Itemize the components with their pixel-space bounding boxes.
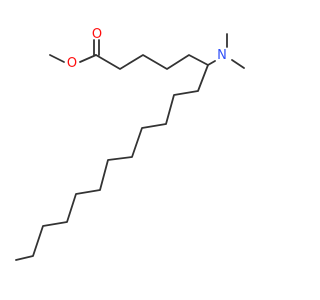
bond-c6-nitrogen — [207, 60, 216, 66]
amine-nitrogen-label: N — [217, 48, 227, 63]
bond-oxygen-carbonyl-carbon — [79, 54, 97, 63]
bond-chain-c2-c6 — [95, 54, 209, 70]
bond-lines — [15, 33, 245, 261]
bond-alkyl-chain — [15, 64, 209, 261]
atom-labels: O O N — [67, 27, 227, 71]
bond-n-methyl-2 — [231, 59, 245, 69]
ester-oxygen-label: O — [67, 56, 77, 71]
carbonyl-oxygen-label: O — [92, 27, 102, 42]
molecule-diagram: O O N — [15, 27, 245, 261]
bond-methyl-oxygen — [49, 54, 65, 63]
